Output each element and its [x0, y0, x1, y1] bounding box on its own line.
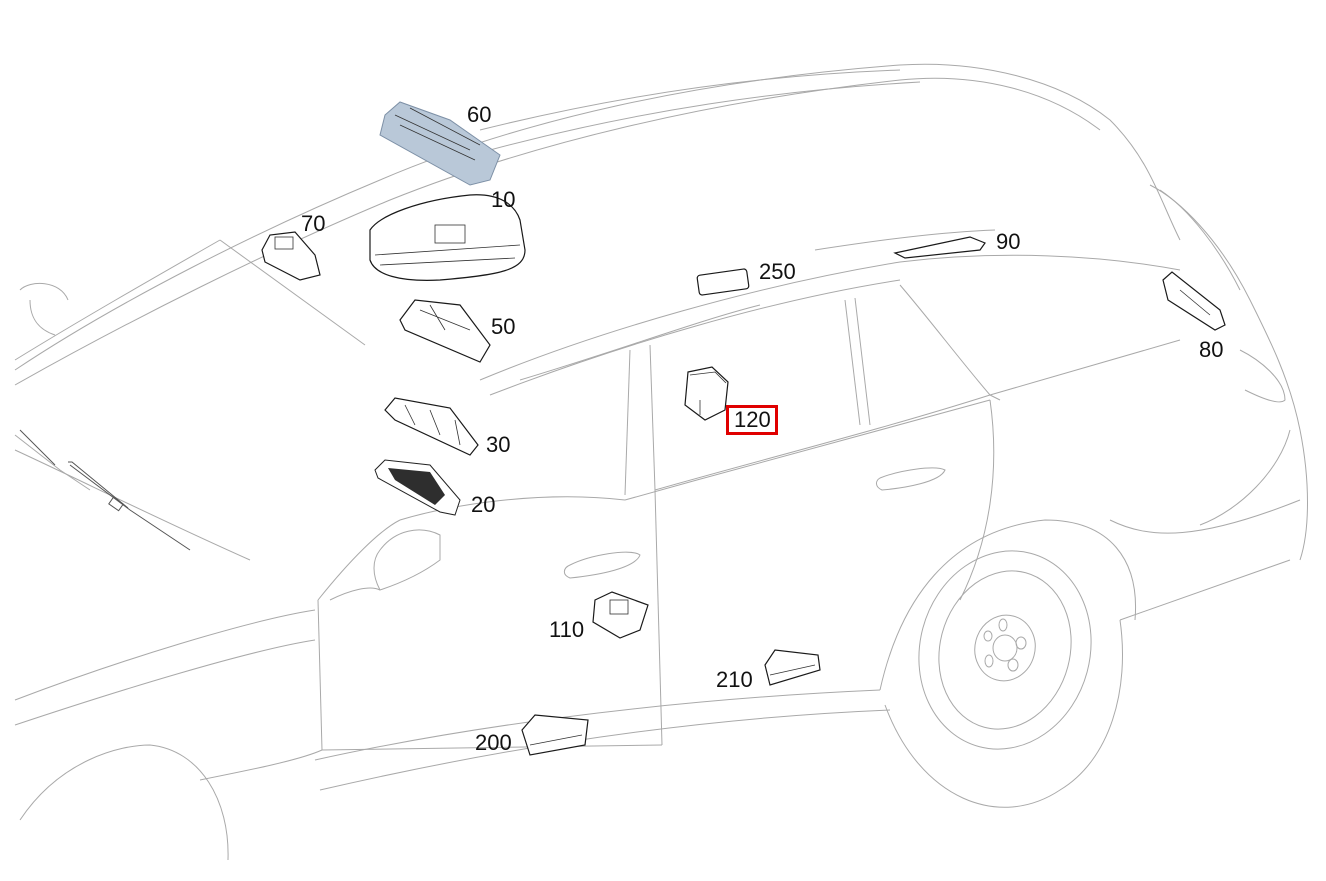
- part-200-entry-lamp-front[interactable]: [521, 714, 589, 756]
- callout-90[interactable]: 90: [996, 229, 1021, 254]
- callout-50[interactable]: 50: [491, 314, 516, 339]
- callout-110[interactable]: 110: [549, 617, 585, 642]
- part-60-overhead-panel[interactable]: [379, 101, 501, 186]
- part-70-interior-lamp[interactable]: [261, 231, 321, 281]
- part-20-lamp-lens[interactable]: [374, 459, 461, 516]
- part-80-rear-lamp[interactable]: [1162, 271, 1226, 331]
- part-110-door-lamp[interactable]: [592, 591, 649, 639]
- callout-200[interactable]: 200: [475, 730, 512, 755]
- callout-80[interactable]: 80: [1199, 337, 1224, 362]
- car-body-outline: [14, 63, 1308, 861]
- callout-70[interactable]: 70: [301, 211, 326, 236]
- callout-30[interactable]: 30: [486, 432, 511, 457]
- part-10-roof-console[interactable]: [369, 194, 526, 281]
- part-30-lamp-housing[interactable]: [384, 397, 479, 456]
- callout-210[interactable]: 210: [716, 667, 753, 692]
- callout-10[interactable]: 10: [491, 187, 516, 212]
- callout-20[interactable]: 20: [471, 492, 496, 517]
- part-90-roof-light-strip[interactable]: [893, 236, 986, 259]
- part-210-entry-lamp-rear[interactable]: [764, 649, 821, 686]
- callout-250[interactable]: 250: [759, 259, 796, 284]
- callout-60[interactable]: 60: [467, 102, 492, 127]
- part-50-grab-handle-lamp[interactable]: [399, 299, 491, 363]
- part-250-lamp-unit[interactable]: [696, 268, 750, 296]
- callout-120-highlighted[interactable]: 120: [726, 405, 778, 435]
- part-120-switch-module[interactable]: [684, 366, 729, 421]
